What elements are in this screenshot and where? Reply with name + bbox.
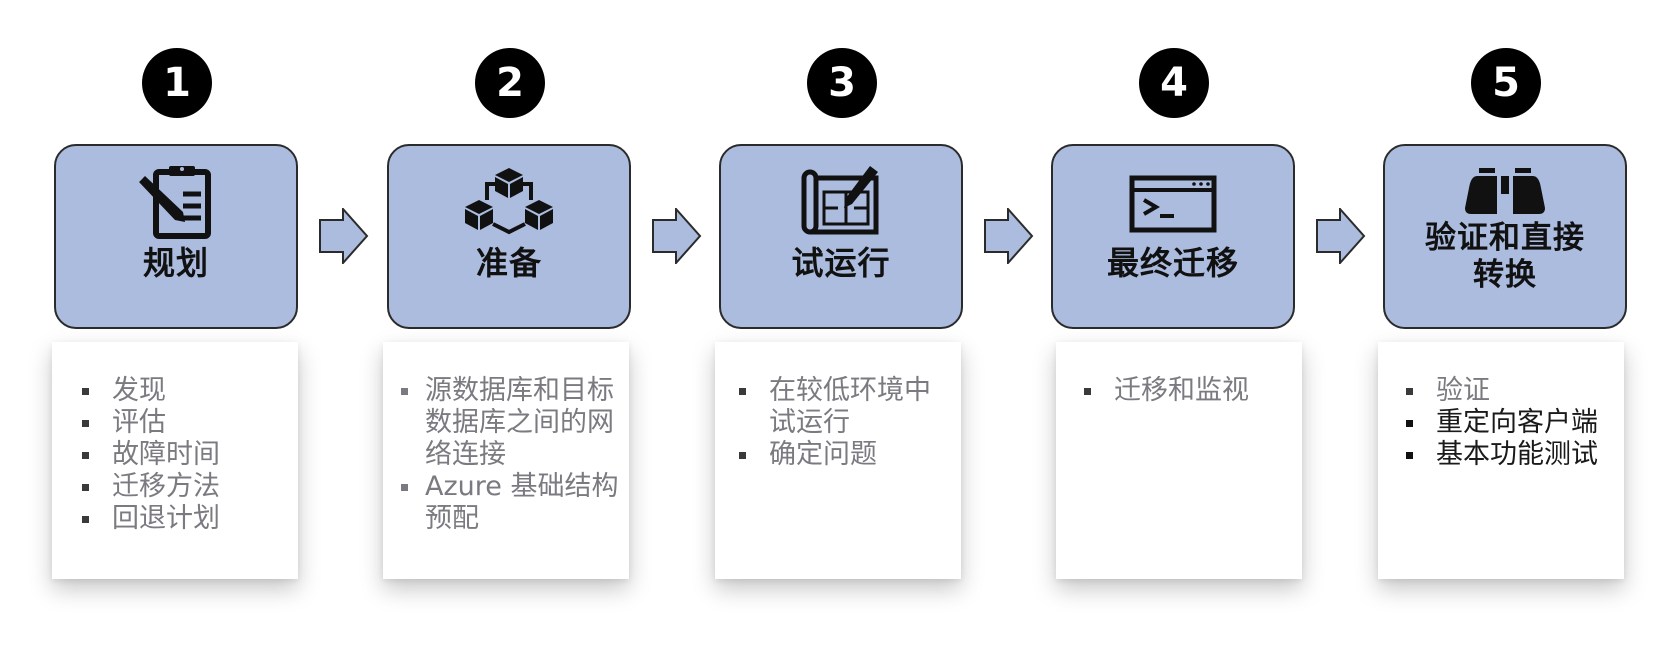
list-item: 基本功能测试	[1406, 439, 1616, 471]
list-item: 在较低环境中试运行	[739, 375, 941, 439]
phase-title: 规划	[142, 244, 209, 282]
list-item: 回退计划	[82, 503, 290, 535]
bullet-icon	[82, 452, 89, 459]
bullet-icon	[739, 452, 746, 459]
phase-title-line-1: 验证和直接	[1425, 220, 1585, 256]
list-item: 发现	[82, 375, 290, 407]
detail-list: 在较低环境中试运行 确定问题	[739, 375, 941, 471]
detail-list: 验证 重定向客户端 基本功能测试	[1406, 375, 1616, 471]
step-number-3: 3	[807, 48, 877, 118]
clipboard-pencil-icon	[131, 164, 221, 240]
detail-list: 源数据库和目标数据库之间的网络连接 Azure 基础结构预配	[401, 375, 623, 535]
bullet-icon	[1406, 420, 1413, 427]
list-item: 验证	[1406, 375, 1616, 407]
list-item: 迁移和监视	[1084, 375, 1294, 407]
list-item: 重定向客户端	[1406, 407, 1616, 439]
detail-card-test-run: 在较低环境中试运行 确定问题	[715, 342, 961, 579]
bullet-icon	[1084, 388, 1091, 395]
bullet-icon	[82, 516, 89, 523]
phase-box-plan: 规划	[54, 144, 298, 329]
detail-card-prepare: 源数据库和目标数据库之间的网络连接 Azure 基础结构预配	[383, 342, 629, 579]
bullet-icon	[401, 484, 408, 491]
detail-card-plan: 发现 评估 故障时间 迁移方法 回退计划	[52, 342, 298, 579]
list-item: 故障时间	[82, 439, 290, 471]
arrow-right-icon	[319, 208, 369, 264]
phase-title-line-2: 转换	[1473, 257, 1537, 293]
list-item: Azure 基础结构预配	[401, 471, 623, 535]
phase-box-validate-cutover: 验证和直接 转换	[1383, 144, 1627, 329]
detail-list: 迁移和监视	[1084, 375, 1294, 407]
step-number-4: 4	[1139, 48, 1209, 118]
phase-title: 试运行	[791, 244, 891, 282]
detail-card-validate-cutover: 验证 重定向客户端 基本功能测试	[1378, 342, 1624, 579]
terminal-window-icon	[1128, 164, 1218, 240]
phase-title: 最终迁移	[1106, 244, 1239, 282]
arrow-right-icon	[984, 208, 1034, 264]
bullet-icon	[82, 388, 89, 395]
list-item: 评估	[82, 407, 290, 439]
connected-cubes-icon	[459, 164, 559, 240]
bullet-icon	[1406, 388, 1413, 395]
bullet-icon	[1406, 452, 1413, 459]
phase-box-final-migration: 最终迁移	[1051, 144, 1295, 329]
list-item: 源数据库和目标数据库之间的网络连接	[401, 375, 623, 471]
bullet-icon	[82, 420, 89, 427]
binoculars-icon	[1457, 160, 1553, 220]
arrow-right-icon	[1316, 208, 1366, 264]
arrow-right-icon	[652, 208, 702, 264]
bullet-icon	[739, 388, 746, 395]
phase-box-prepare: 准备	[387, 144, 631, 329]
bullet-icon	[401, 388, 408, 395]
detail-list: 发现 评估 故障时间 迁移方法 回退计划	[82, 375, 290, 535]
list-item: 迁移方法	[82, 471, 290, 503]
phase-title: 准备	[475, 244, 542, 282]
detail-card-final-migration: 迁移和监视	[1056, 342, 1302, 579]
step-number-5: 5	[1471, 48, 1541, 118]
step-number-2: 2	[475, 48, 545, 118]
blueprint-pencil-icon	[796, 164, 886, 240]
step-number-1: 1	[142, 48, 212, 118]
list-item: 确定问题	[739, 439, 941, 471]
bullet-icon	[82, 484, 89, 491]
phase-box-test-run: 试运行	[719, 144, 963, 329]
